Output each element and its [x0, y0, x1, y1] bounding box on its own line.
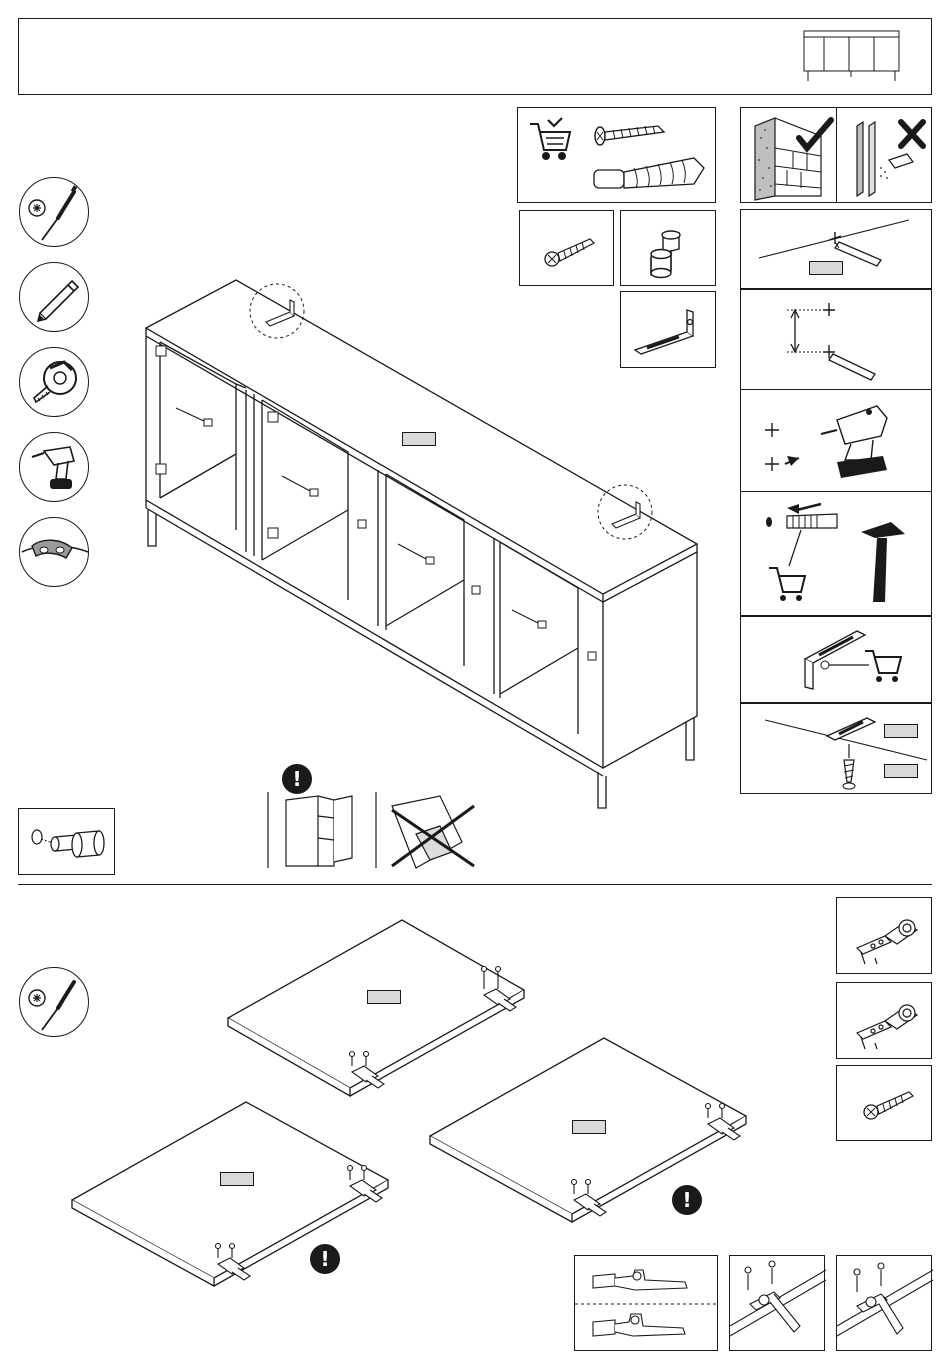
hinge-icon	[857, 920, 917, 964]
hinge-side-views	[574, 1255, 718, 1351]
part-label	[572, 1120, 606, 1134]
hinge-mount-left	[729, 1255, 825, 1351]
hinge-mount-right	[836, 1255, 932, 1351]
hinge-box	[836, 897, 932, 974]
hinge-box	[836, 982, 932, 1059]
part-label	[220, 1172, 254, 1186]
wood-screw-icon	[864, 1092, 913, 1119]
hinge-icon	[857, 1005, 917, 1049]
part-label	[367, 990, 401, 1004]
warning-icon: !	[310, 1244, 340, 1274]
wood-screw-box	[836, 1065, 932, 1141]
warning-icon: !	[672, 1185, 702, 1215]
